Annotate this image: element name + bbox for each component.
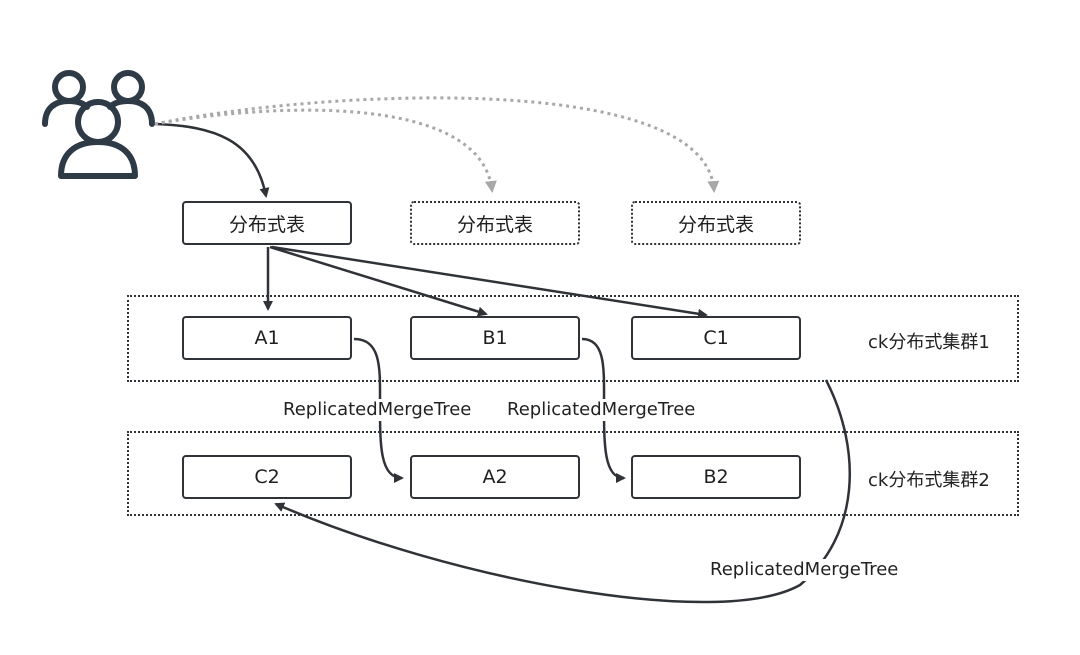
replication-label-a1-a2: ReplicatedMergeTree xyxy=(283,399,472,421)
node-c1: C1 xyxy=(631,316,801,360)
main-distributed-table: 分布式表 xyxy=(182,201,352,245)
arrow-users-to-ghost-table-2 xyxy=(154,96,720,193)
node-c2: C2 xyxy=(182,455,352,499)
cluster-2-boundary xyxy=(127,431,1019,516)
arrow-main-to-c1 xyxy=(271,245,708,319)
arrow-main-to-b1 xyxy=(269,245,488,317)
node-b2: B2 xyxy=(631,455,801,499)
cluster-2-label: ck分布式集群2 xyxy=(868,470,990,491)
cluster-1-boundary xyxy=(127,295,1019,382)
ghost-distributed-table-2: 分布式表 xyxy=(631,201,801,245)
node-b1: B1 xyxy=(410,316,580,360)
arrow-c1-to-c2 xyxy=(274,379,852,604)
node-a1: A1 xyxy=(182,316,352,360)
cluster-1-label: ck分布式集群1 xyxy=(868,332,990,353)
ghost-distributed-table-1: 分布式表 xyxy=(410,201,580,245)
replication-label-c1-c2: ReplicatedMergeTree xyxy=(710,559,899,581)
arrow-users-to-ghost-table-1 xyxy=(154,108,497,193)
replication-label-b1-b2: ReplicatedMergeTree xyxy=(507,399,696,421)
arrow-users-to-main-table xyxy=(154,122,270,198)
users-icon xyxy=(42,70,155,179)
node-a2: A2 xyxy=(410,455,580,499)
